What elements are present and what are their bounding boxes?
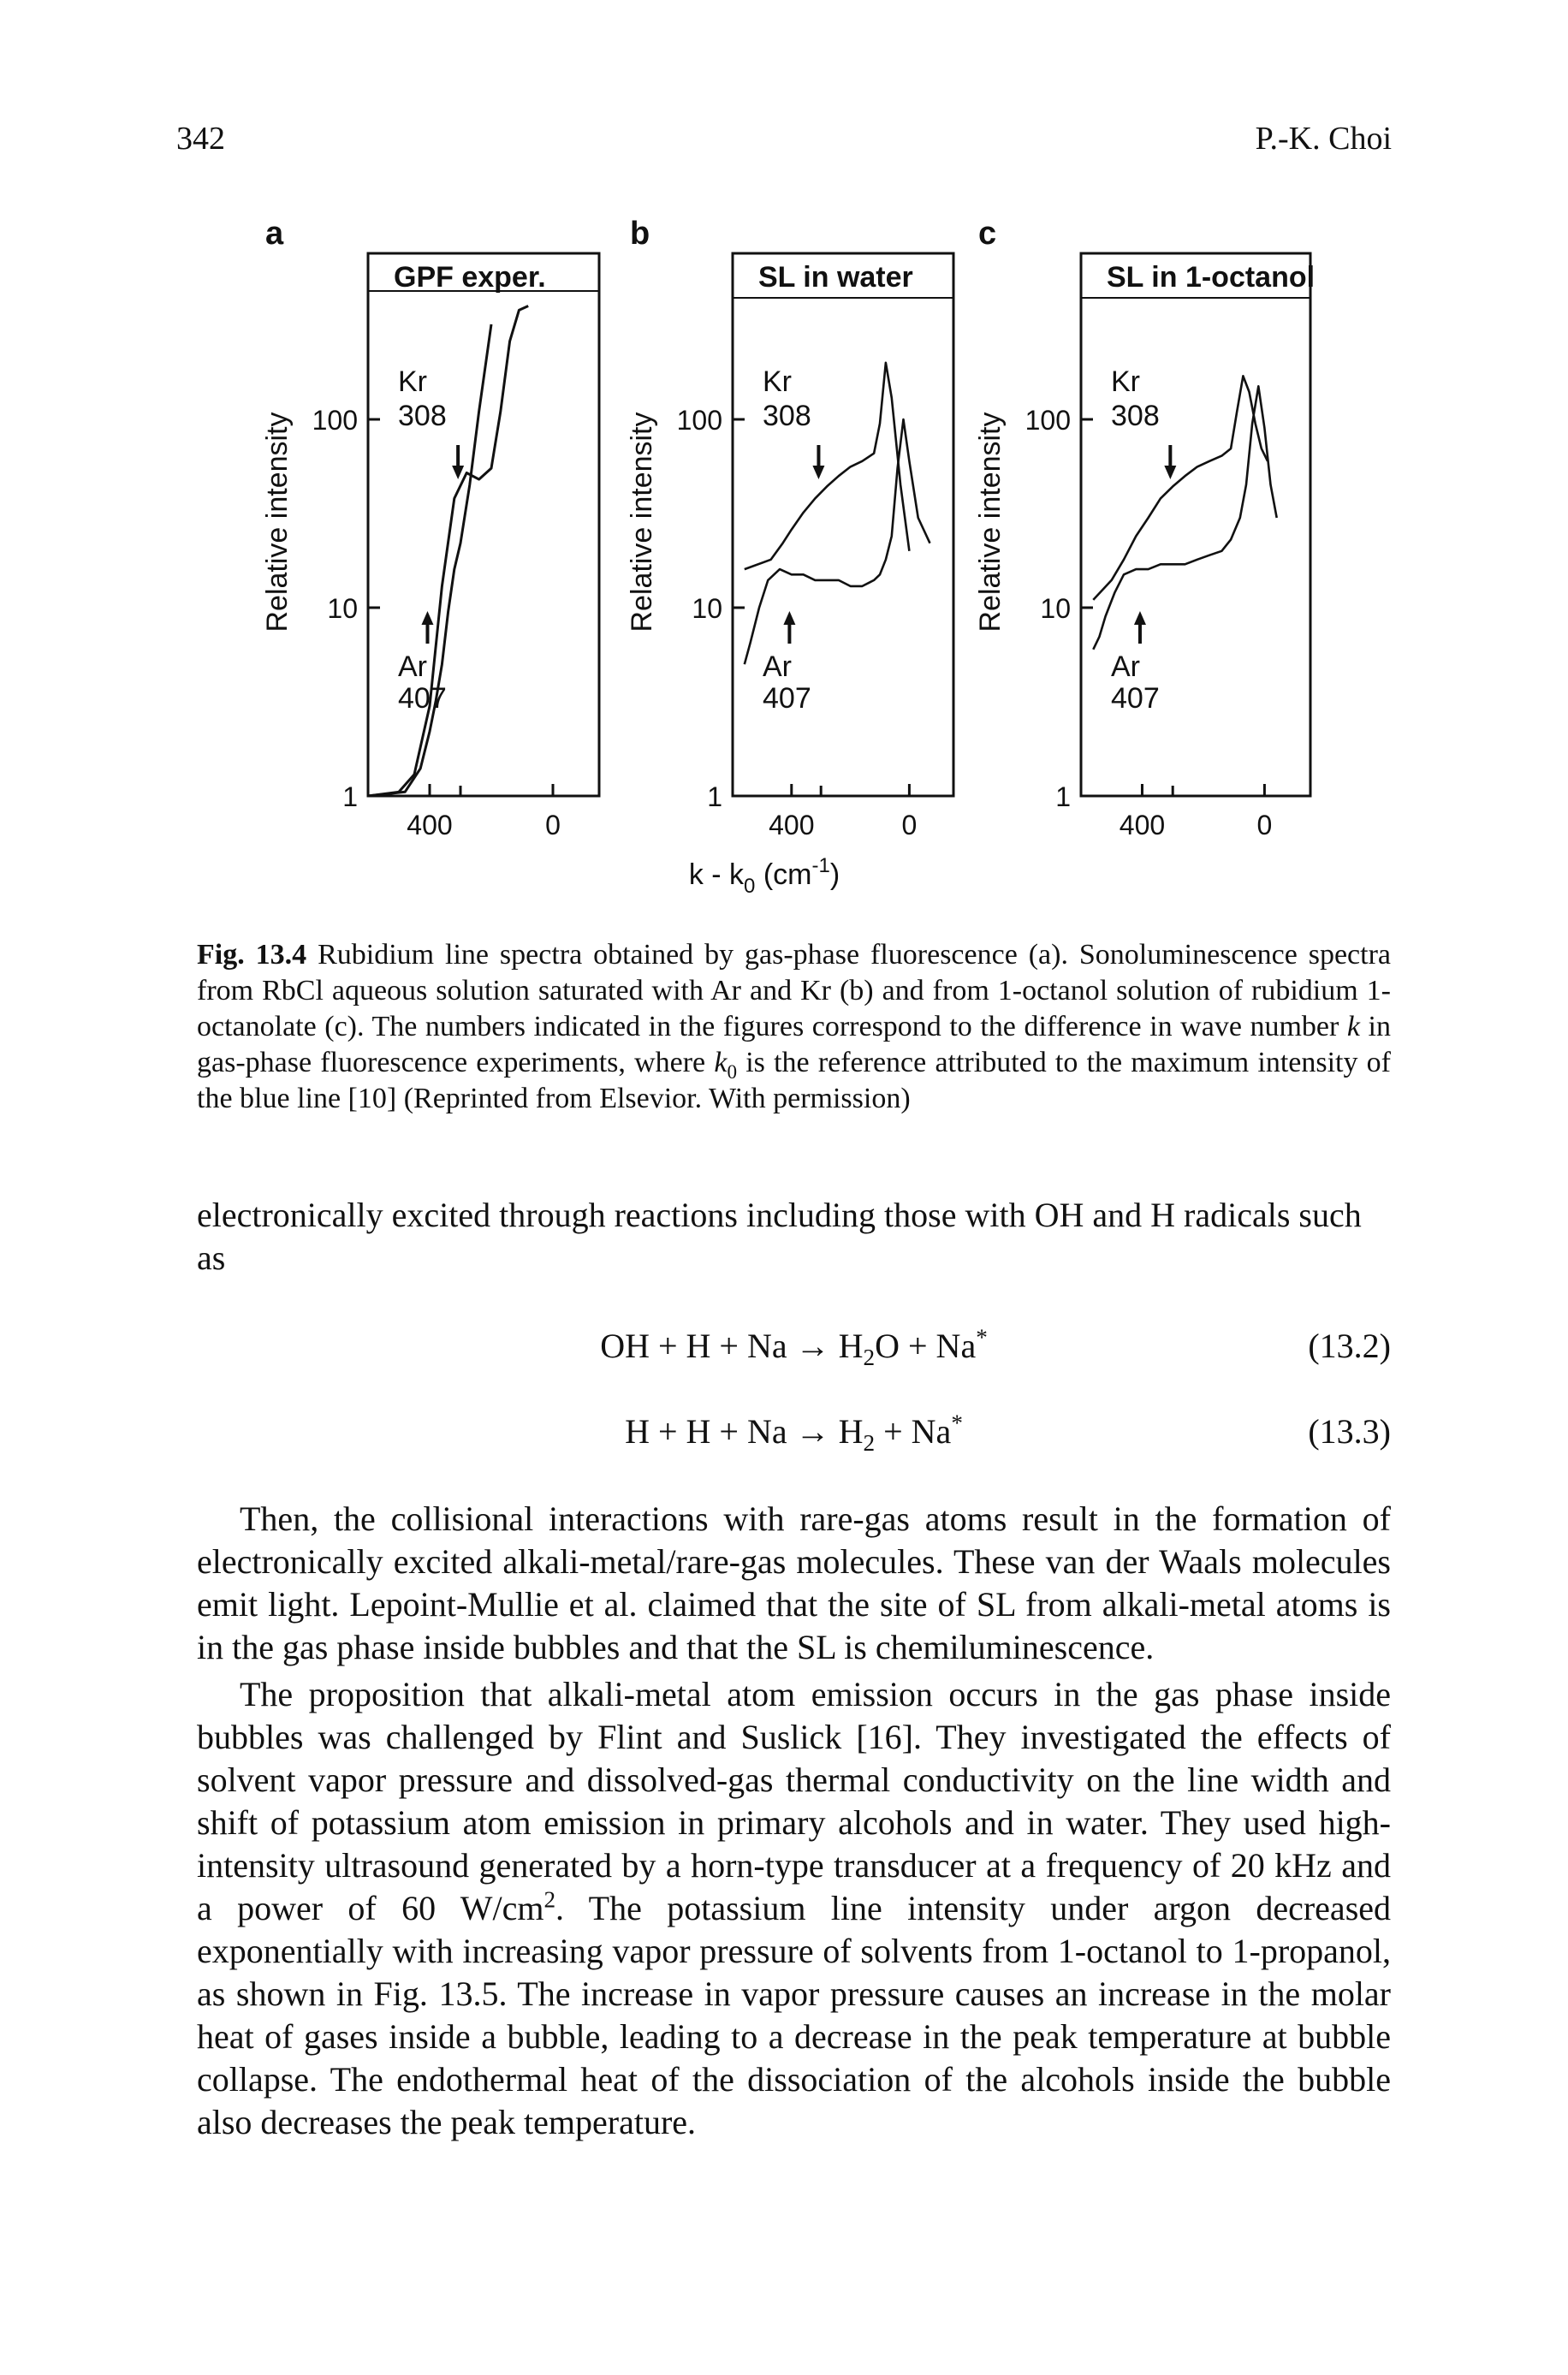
caption-text-2: in gas-phase fluorescence experiments, w… [197,1011,1391,1078]
series-line-kr [367,305,529,798]
kr-label: Kr [398,365,427,398]
caption-k0: k [714,1047,728,1078]
kr-label: Kr [1111,365,1140,398]
y-tick-label: 100 [312,405,358,436]
caption-k0-subscript: 0 [727,1060,738,1084]
ar-label: Ar [763,650,792,683]
x-tick-label: 0 [902,810,918,840]
y-tick-label: 100 [677,405,722,436]
kr-value: 308 [763,400,811,432]
ar-label: Ar [1111,650,1140,683]
y-tick-label: 100 [1025,405,1071,436]
y-tick-label: 1 [707,781,722,812]
running-head-author: P.-K. Choi [1255,121,1392,157]
panel-title: SL in 1-octanol [1107,261,1315,294]
page-number: 342 [176,121,225,157]
kr-arrowhead [1164,466,1177,479]
x-tick-label: 0 [1257,810,1273,840]
y-axis-label: Relative intensity [974,412,1007,632]
ar-value: 407 [763,682,811,715]
equation-13-2-expression: OH + H + Na → H2O + Na* [600,1324,988,1370]
x-tick-label: 400 [769,810,814,840]
kr-arrowhead [812,466,825,479]
body-paragraph-3: The proposition that alkali-metal atom e… [197,1675,1392,2141]
panel-title: GPF exper. [394,261,546,294]
x-tick-label: 400 [1120,810,1165,840]
series-line-ar [367,324,493,798]
panel-title: SL in water [758,261,913,294]
caption-text-3: is the reference attributed to the maxim… [197,1047,1392,1114]
y-tick-label: 10 [1040,593,1071,624]
x-tick-label: 0 [545,810,561,840]
figure-xlabel: k - k0 (cm-1) [689,854,840,898]
series-line-kr [1092,374,1269,601]
equation-13-3-number: (13.3) [1308,1412,1391,1451]
y-tick-label: 10 [327,593,358,624]
ar-arrowhead [1133,611,1146,625]
figure-caption: Fig. 13.4 Rubidium line spectra obtained… [197,937,1391,1117]
caption-text-1: Rubidium line spectra obtained by gas-ph… [197,939,1391,1042]
ar-value: 407 [398,682,447,715]
panel-label: c [978,216,996,252]
caption-label: Fig. 13.4 [197,939,307,971]
panel-frame [731,252,955,798]
equation-13-3-expression: H + H + Na → H2 + Na* [625,1410,963,1456]
series-line-ar [743,418,931,665]
running-head: 342 P.-K. Choi [176,120,1392,163]
kr-label: Kr [763,365,792,398]
panel-frame [1079,252,1312,798]
panel-label: b [630,216,650,252]
body-paragraph-1: electronically excited through reactions… [197,1196,1362,1277]
y-axis-label: Relative intensity [261,412,294,632]
ar-value: 407 [1111,682,1160,715]
equation-13-2-number: (13.2) [1308,1327,1391,1365]
series-line-kr [744,361,911,571]
y-tick-label: 1 [342,781,358,812]
body-paragraph-2: Then, the collisional interactions with … [197,1499,1391,1666]
panel-label: a [265,216,284,252]
ar-arrowhead [783,611,796,625]
kr-value: 308 [398,400,447,432]
series-line-ar [1092,384,1278,650]
ar-arrowhead [421,611,434,625]
y-tick-label: 10 [692,593,722,624]
ar-label: Ar [398,650,427,683]
equation-13-3: H + H + Na → H2 + Na* (13.3) [197,1408,1391,1456]
panel-frame [366,252,601,798]
y-tick-label: 1 [1055,781,1071,812]
equation-13-2: OH + H + Na → H2O + Na* (13.2) [197,1322,1391,1370]
y-axis-label: Relative intensity [626,412,658,632]
kr-value: 308 [1111,400,1160,432]
x-tick-label: 400 [407,810,452,840]
caption-k: k [1346,1011,1360,1042]
kr-arrowhead [452,466,465,479]
